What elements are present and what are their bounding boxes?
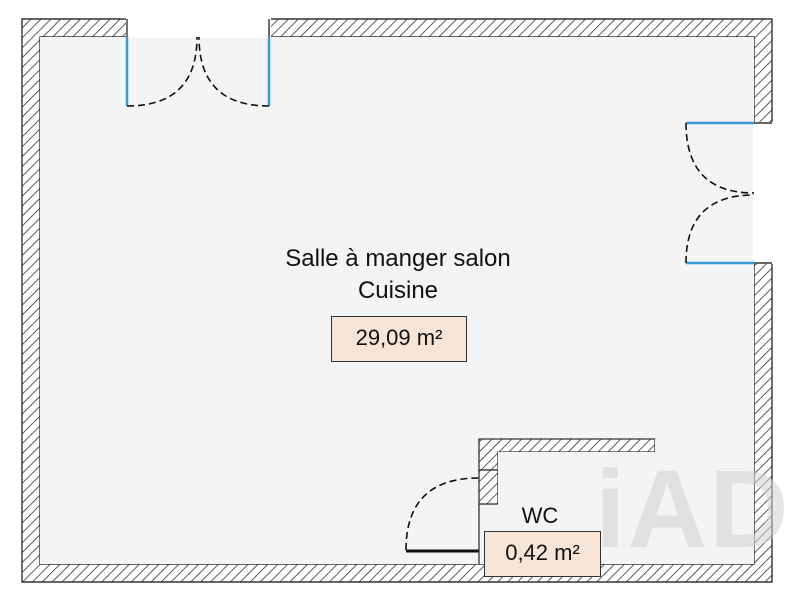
room-name-main: Salle à manger salon Cuisine bbox=[238, 243, 558, 307]
right-door-swing-top bbox=[685, 122, 755, 194]
area-badge-main: 29,09 m² bbox=[331, 316, 467, 362]
room-name-line1: Salle à manger salon bbox=[285, 245, 511, 272]
room-name-line2: Cuisine bbox=[357, 277, 439, 304]
top-door-opening bbox=[126, 18, 271, 38]
area-badge-wc: 0,42 m² bbox=[484, 531, 601, 577]
watermark-logo: iAD bbox=[595, 448, 789, 571]
wc-door-swing bbox=[405, 477, 480, 551]
right-door-opening bbox=[753, 122, 773, 264]
right-door-swing-bottom bbox=[685, 194, 755, 264]
wc-left-wall bbox=[478, 469, 499, 505]
room-name-wc: WC bbox=[521, 503, 559, 528]
top-door-swing-left bbox=[126, 36, 198, 107]
top-door-swing-right bbox=[198, 36, 270, 107]
